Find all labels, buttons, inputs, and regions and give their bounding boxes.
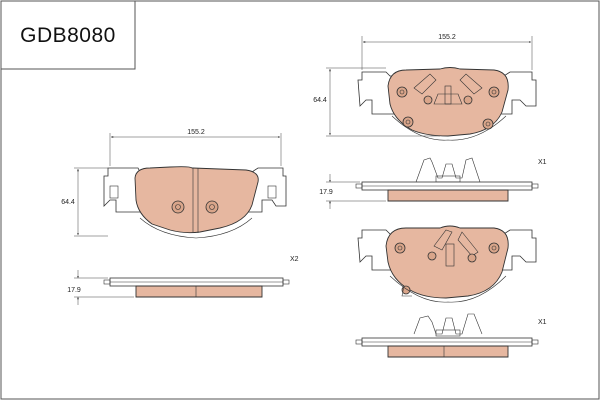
left-pad-hole-2 bbox=[205, 200, 219, 214]
part-number: GDB8080 bbox=[20, 24, 116, 47]
left-thickness-label: 17.9 bbox=[67, 287, 81, 294]
right-height-label: 64.4 bbox=[313, 97, 327, 104]
right-width-label: 155.2 bbox=[438, 34, 456, 41]
left-pad-quantity: X2 bbox=[290, 256, 299, 263]
right-bottom-pad-quantity: X1 bbox=[538, 319, 547, 326]
right-bottom-pad-side-view bbox=[355, 313, 539, 358]
left-height-label: 64.4 bbox=[61, 199, 75, 206]
right-bottom-pad-front-view bbox=[357, 225, 537, 303]
right-height-dimension: 64.4 bbox=[313, 67, 440, 137]
left-width-dimension: 155.2 bbox=[109, 129, 282, 166]
left-pad-hole-1 bbox=[171, 200, 185, 214]
left-height-dimension: 64.4 bbox=[61, 167, 108, 237]
right-clip-notch bbox=[267, 185, 277, 199]
right-thickness-label: 17.9 bbox=[319, 189, 333, 196]
left-clip-notch bbox=[109, 185, 119, 199]
left-pad-friction-block bbox=[134, 166, 259, 234]
left-pad-front-view bbox=[103, 166, 287, 239]
left-pad-side-view: 17.9 bbox=[67, 270, 290, 305]
right-top-pad-front-view bbox=[357, 67, 537, 141]
left-width-label: 155.2 bbox=[187, 129, 205, 136]
title-box bbox=[1, 1, 136, 70]
right-top-pad-side-view: 17.9 bbox=[319, 157, 539, 209]
right-top-pad-quantity: X1 bbox=[538, 159, 547, 166]
right-width-dimension: 155.2 bbox=[361, 34, 533, 70]
